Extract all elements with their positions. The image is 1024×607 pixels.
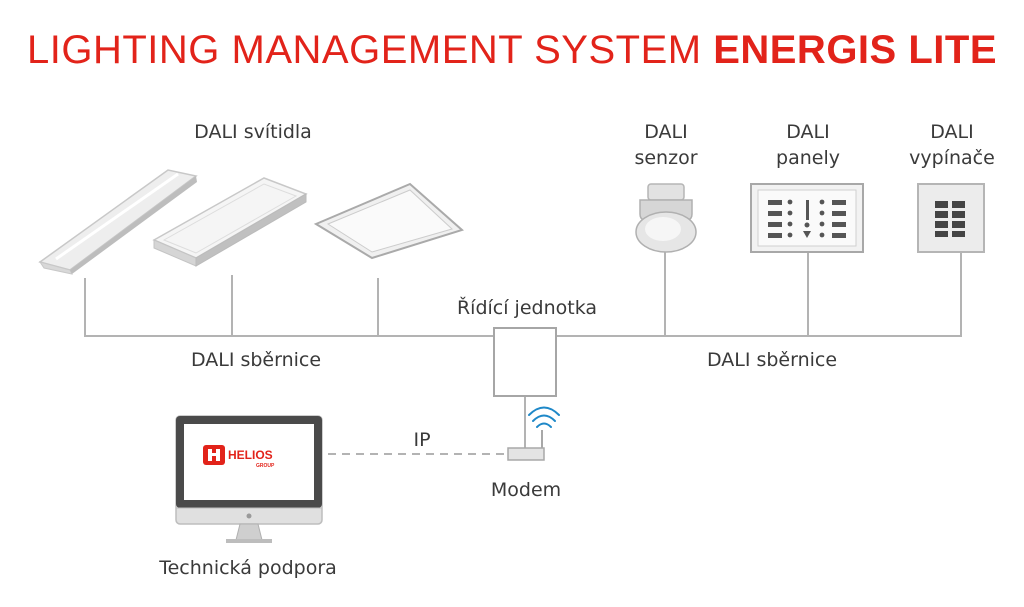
- luminaires-label: DALI svítidla: [194, 121, 312, 143]
- luminaire-panel-icon: [313, 182, 464, 260]
- control-unit-box: [493, 327, 557, 397]
- dali-bus: [84, 252, 962, 448]
- luminaire-linear-icon: [38, 169, 198, 275]
- switches-label-line1: DALI: [930, 121, 974, 143]
- title-regular: LIGHTING MANAGEMENT SYSTEM: [27, 28, 714, 72]
- panels-label-line2: panely: [776, 147, 840, 169]
- control-unit-label: Řídící jednotka: [456, 297, 598, 319]
- sensor-label-line2: senzor: [634, 147, 698, 169]
- panels-label-line1: DALI: [786, 121, 830, 143]
- modem-icon: [507, 430, 545, 461]
- helios-logo-icon: HELIOS GROUP: [203, 445, 275, 469]
- bus-left-label: DALI sběrnice: [190, 349, 322, 371]
- modem-label: Modem: [490, 479, 562, 501]
- logo-text: HELIOS: [228, 448, 273, 462]
- logo-subtext: GROUP: [256, 463, 275, 469]
- support-label: Technická podpora: [159, 557, 337, 579]
- title-bold: ENERGIS LITE: [713, 28, 997, 72]
- page-title: LIGHTING MANAGEMENT SYSTEM ENERGIS LITE: [0, 28, 1024, 73]
- switch-icon: [917, 183, 985, 253]
- wifi-icon: [528, 406, 560, 428]
- sensor-label-line1: DALI: [644, 121, 688, 143]
- ip-label: IP: [413, 429, 431, 451]
- bus-right-label: DALI sběrnice: [706, 349, 838, 371]
- sensor-icon: [635, 183, 697, 253]
- monitor-icon: [175, 415, 323, 543]
- panel-icon: [750, 183, 864, 253]
- luminaire-box-icon: [152, 177, 308, 267]
- switches-label-line2: vypínače: [909, 147, 995, 169]
